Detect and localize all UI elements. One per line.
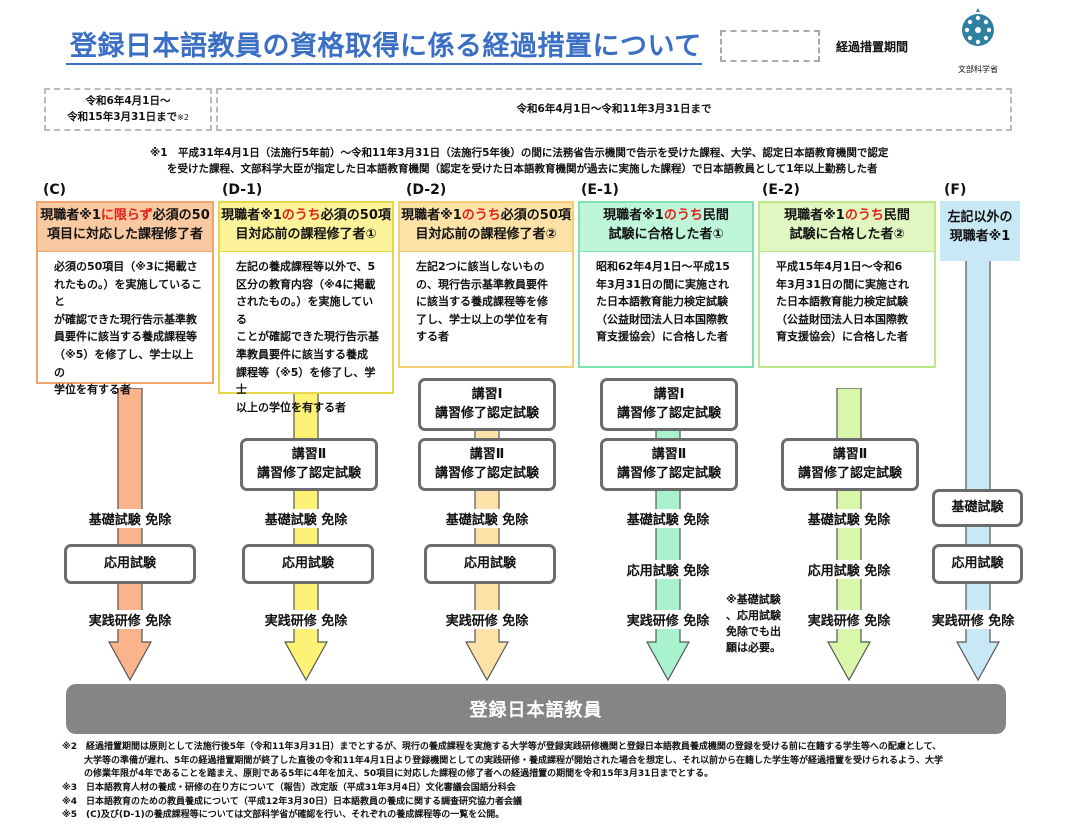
- footnote-3: ※3 日本語教育人材の養成・研修の在り方について（報告）改定版（平成31年3月4…: [62, 783, 516, 794]
- period-box-standard: 令和6年4月1日〜令和11年3月31日まで: [216, 88, 1012, 131]
- title-underline: [66, 63, 702, 65]
- mext-logo: 文部科学省: [952, 6, 1004, 75]
- period-end: 令和15年3月31日まで※2: [67, 110, 189, 123]
- kiso-exempt-e1: 基礎試験 免除: [598, 509, 738, 528]
- period-standard-text: 令和6年4月1日〜令和11年3月31日まで: [516, 102, 712, 115]
- logo-text: 文部科学省: [958, 65, 998, 74]
- ouyou-box-d2: 応用試験: [424, 544, 556, 584]
- kiso-exempt-d2: 基礎試験 免除: [417, 509, 557, 528]
- kiso-exempt-c: 基礎試験 免除: [60, 509, 200, 528]
- ouyou-box-c: 応用試験: [64, 544, 196, 584]
- column-c-header: 現職者※1に限らず必須の50 項目に対応した課程修了者: [36, 201, 214, 253]
- side-note: ※基礎試験、応用試験 免除でも出願は必要。: [726, 593, 781, 654]
- column-c-body: 必須の50項目（※3に掲載されたもの。）を実施していることが確認できた現行告示基…: [36, 252, 214, 396]
- arrow-d1: [283, 388, 329, 682]
- column-label-f: (F): [944, 182, 967, 198]
- footnote-4: ※4 日本語教育のための教員養成について（平成12年3月30日）日本語教員の養成…: [62, 796, 523, 807]
- jissen-exempt-f: 実践研修 免除: [923, 610, 1023, 629]
- footnotes: ※2 経過措置期間は原則として法施行後5年（令和11年3月31日）までとするが、…: [62, 741, 1052, 823]
- note-1-line-2: を受けた課程、文部科学大臣が指定した日本語教育機関（認定を受けた日本語教育機関が…: [167, 163, 878, 176]
- note-1-line-1: ※1 平成31年4月1日（法施行5年前）〜令和11年3月31日（法施行5年後）の…: [150, 147, 889, 159]
- arrow-e1: [645, 388, 691, 682]
- mext-logo-icon: [962, 8, 994, 46]
- jissen-exempt-d1: 実践研修 免除: [236, 610, 376, 629]
- arrow-c: [107, 388, 153, 682]
- column-label-e1: (E-1): [581, 182, 619, 198]
- period-box-extended: 令和6年4月1日〜 令和15年3月31日まで※2: [44, 88, 212, 131]
- legend-label: 経過措置期間: [836, 40, 909, 54]
- column-d2-body: 左記2つに該当しないものの、現行告示基準教員要件に該当する養成課程等を修 了し、…: [398, 252, 574, 368]
- kiso-exempt-e2: 基礎試験 免除: [779, 509, 919, 528]
- footnote-5: ※5 (C)及び(D-1)の養成課程等については文部科学省が確認を行い、それぞれ…: [62, 810, 505, 821]
- jissen-exempt-c: 実践研修 免除: [60, 610, 200, 629]
- legend-swatch: [720, 30, 820, 62]
- page-title: 登録日本語教員の資格取得に係る経過措置について: [70, 31, 702, 62]
- ouyou-box-d1: 応用試験: [242, 544, 374, 584]
- column-d2-header: 現職者※1のうち必須の50項 目対応前の課程修了者②: [398, 201, 574, 253]
- ouyou-exempt-e2: 応用試験 免除: [779, 560, 919, 579]
- column-label-d2: (D-2): [406, 182, 447, 198]
- kiso-box-f: 基礎試験: [932, 489, 1023, 527]
- ouyou-exempt-e1: 応用試験 免除: [598, 560, 738, 579]
- column-e2-header: 現職者※1のうち民間 試験に合格した者②: [758, 201, 936, 253]
- footnote-2-line-2: 大学等の準備が遅れ、5年の経過措置期間が終了した直後の令和11年4月1日より登録…: [84, 755, 943, 766]
- column-label-e2: (E-2): [762, 182, 800, 198]
- note-1: ※1 平成31年4月1日（法施行5年前）〜令和11年3月31日（法施行5年後）の…: [150, 145, 1030, 178]
- period-start: 令和6年4月1日〜: [85, 95, 171, 108]
- jissen-exempt-e1: 実践研修 免除: [598, 610, 738, 629]
- jissen-exempt-e2: 実践研修 免除: [779, 610, 919, 629]
- column-d1-header: 現職者※1のうち必須の50項 目対応前の課程修了者①: [218, 201, 394, 253]
- footnote-2-line-3: の修業年限が4年であることを踏まえ、原則である5年に4年を加え、50項目に対応し…: [84, 769, 714, 780]
- column-label-d1: (D-1): [222, 182, 263, 198]
- kiso-exempt-d1: 基礎試験 免除: [236, 509, 376, 528]
- ouyou-box-f: 応用試験: [932, 544, 1023, 584]
- final-result-bar: 登録日本語教員: [66, 684, 1006, 734]
- column-f-header: 左記以外の 現職者※1: [940, 201, 1020, 261]
- jissen-exempt-d2: 実践研修 免除: [417, 610, 557, 629]
- arrow-e2: [826, 388, 872, 682]
- column-e1-header: 現職者※1のうち民間 試験に合格した者①: [578, 201, 754, 253]
- column-label-c: (C): [43, 182, 67, 198]
- arrow-d2: [464, 388, 510, 682]
- footnote-2-line-1: ※2 経過措置期間は原則として法施行後5年（令和11年3月31日）までとするが、…: [62, 742, 942, 752]
